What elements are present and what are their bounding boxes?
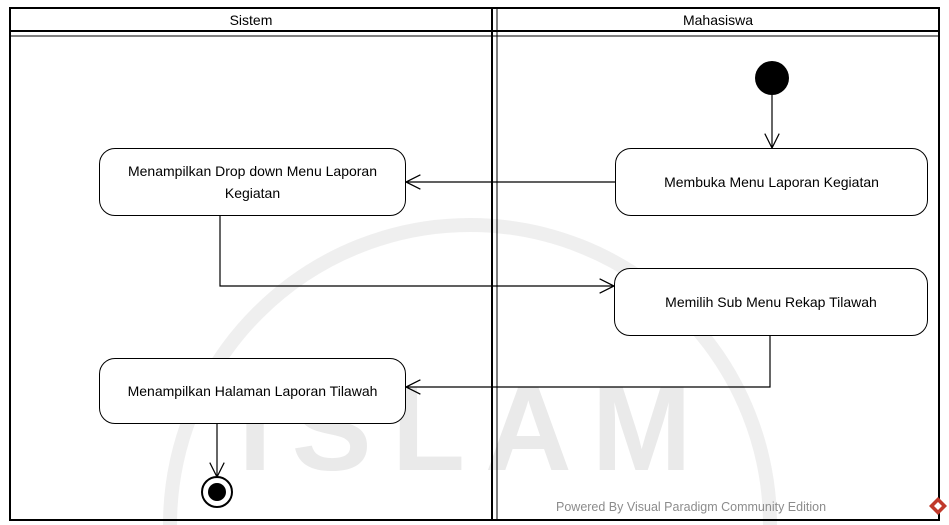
action-membuka-menu-laporan: Membuka Menu Laporan Kegiatan	[615, 148, 928, 216]
action-menampilkan-dropdown-menu: Menampilkan Drop down Menu Laporan Kegia…	[99, 148, 406, 216]
flow-memilih-to-halaman	[404, 336, 771, 395]
action-menampilkan-halaman-laporan: Menampilkan Halaman Laporan Tilawah	[99, 358, 406, 424]
lane-header-sistem: Sistem	[229, 12, 273, 28]
swimlane-frame	[9, 7, 940, 521]
flow-dropdown-to-memilih	[219, 216, 616, 294]
lane-header-mahasiswa: Mahasiswa	[682, 12, 754, 28]
initial-node	[755, 61, 789, 95]
action-memilih-sub-menu: Memilih Sub Menu Rekap Tilawah	[614, 268, 928, 336]
final-node	[201, 476, 233, 508]
powered-by-text: Powered By Visual Paradigm Community Edi…	[556, 500, 827, 514]
visual-paradigm-logo-icon	[929, 497, 947, 515]
